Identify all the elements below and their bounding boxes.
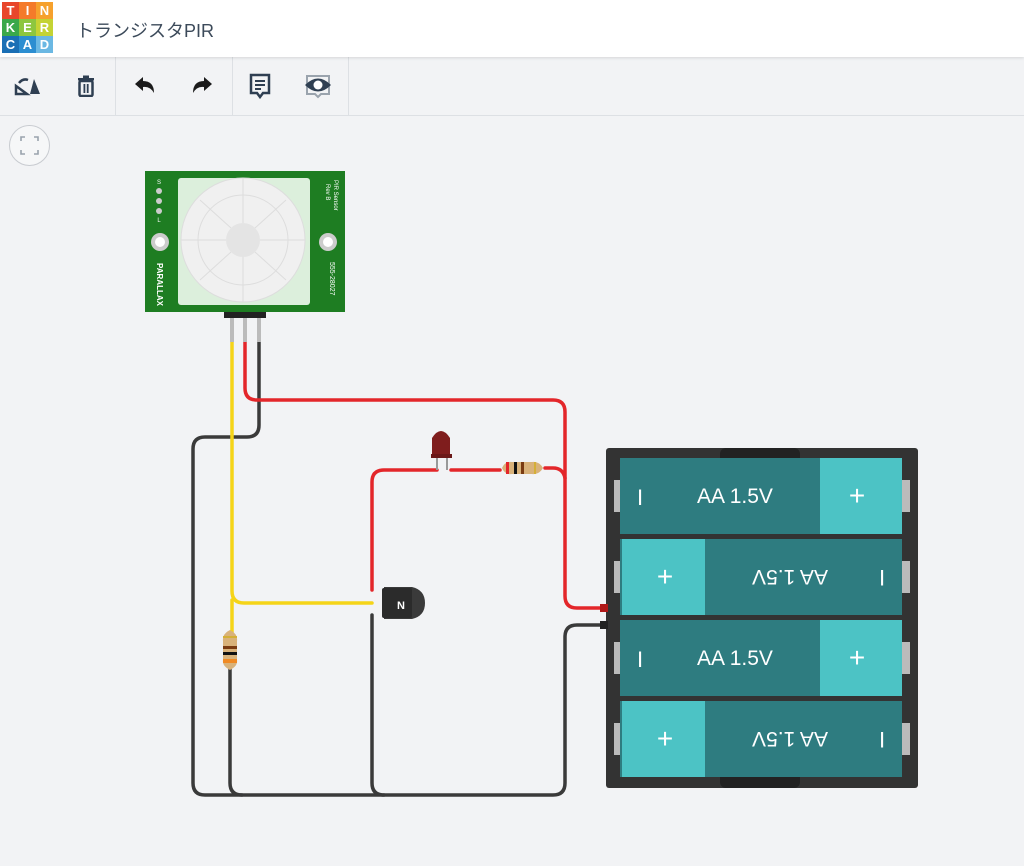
- wire-black-emitter[interactable]: [370, 613, 386, 797]
- pir-part-number: 555-28027: [328, 262, 335, 296]
- logo-letter: R: [36, 19, 53, 36]
- toggle-notes-button[interactable]: [303, 71, 333, 101]
- undo-button[interactable]: [130, 71, 160, 101]
- battery-minus-label: I: [879, 727, 885, 752]
- battery-label: AA 1.5V: [697, 485, 773, 508]
- wire-black-resistor[interactable]: [228, 666, 244, 797]
- wire-red-power[interactable]: [243, 338, 602, 610]
- wire-black-ground[interactable]: [191, 338, 602, 797]
- logo-letter: E: [19, 19, 36, 36]
- pir-brand: PARALLAX: [155, 263, 164, 307]
- pir-sensor[interactable]: S L PARALLAX PIR Sensor Rev B 555-28027: [145, 171, 345, 342]
- toolbar: [0, 57, 1024, 116]
- battery-label: AA 1.5V: [697, 647, 773, 670]
- battery-cell: + I AA 1.5V: [614, 701, 910, 777]
- redo-button[interactable]: [187, 71, 217, 101]
- redo-icon: [193, 77, 212, 93]
- red-led[interactable]: [431, 431, 452, 470]
- resistor-led[interactable]: [502, 461, 543, 475]
- battery-plus-label: +: [849, 480, 865, 511]
- logo-letter: N: [36, 2, 53, 19]
- battery-plus-label: +: [657, 723, 673, 754]
- pir-pin-s-label: S: [157, 180, 161, 186]
- fit-view-icon: [20, 136, 39, 155]
- notes-button[interactable]: [245, 71, 275, 101]
- logo-letter: T: [2, 2, 19, 19]
- undo-icon: [135, 77, 154, 93]
- battery-pack[interactable]: + I AA 1.5V + I AA 1.5V + I AA 1.5V + I AA 1.5V: [600, 448, 918, 788]
- battery-plus-label: +: [657, 561, 673, 592]
- rotate-icon: [14, 78, 40, 96]
- npn-transistor[interactable]: N: [382, 587, 425, 619]
- battery-cell: + I AA 1.5V: [614, 458, 910, 534]
- logo-letter: A: [19, 36, 36, 53]
- design-title[interactable]: トランジスタPIR: [76, 21, 215, 41]
- battery-minus-label: I: [637, 647, 643, 672]
- battery-cell: + I AA 1.5V: [614, 539, 910, 615]
- toolbar-divider: [115, 57, 116, 115]
- logo-letter: K: [2, 19, 19, 36]
- pir-rev: Rev B: [324, 184, 330, 200]
- eye-icon: [305, 75, 331, 99]
- transistor-label: N: [397, 600, 405, 612]
- rotate-button[interactable]: [13, 71, 43, 101]
- toolbar-divider: [232, 57, 233, 115]
- logo-letter: D: [36, 36, 53, 53]
- notes-icon: [249, 73, 271, 99]
- battery-cell: + I AA 1.5V: [614, 620, 910, 696]
- wire-yellow-signal[interactable]: [230, 338, 374, 605]
- battery-plus-label: +: [849, 642, 865, 673]
- toolbar-divider: [348, 57, 349, 115]
- trash-icon: [78, 75, 94, 97]
- battery-label: AA 1.5V: [752, 727, 828, 750]
- pir-label: PIR Sensor: [332, 180, 338, 211]
- logo-letter: I: [19, 2, 36, 19]
- fit-view-button[interactable]: [9, 125, 50, 166]
- wire-red-led[interactable]: [370, 466, 567, 592]
- delete-button[interactable]: [71, 71, 101, 101]
- resistor-pulldown[interactable]: [222, 630, 238, 670]
- battery-label: AA 1.5V: [752, 565, 828, 588]
- logo-letter: C: [2, 36, 19, 53]
- battery-minus-label: I: [637, 485, 643, 510]
- pir-pin-l-label: L: [157, 218, 161, 224]
- battery-minus-label: I: [879, 565, 885, 590]
